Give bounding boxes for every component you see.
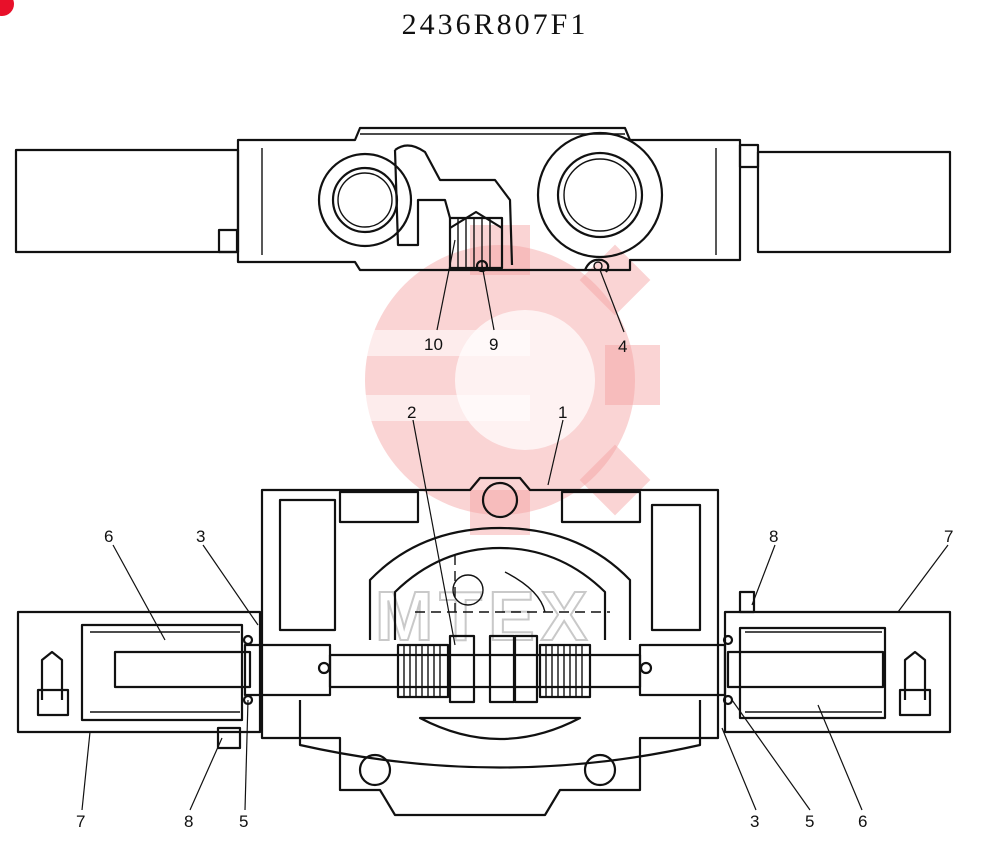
- callout-10: 10: [424, 335, 443, 354]
- top-view-leaders: [436, 239, 625, 333]
- callout-8: 8: [769, 527, 778, 546]
- top-view-valve: [14, 126, 952, 273]
- watermark-text: MTEX: [375, 577, 593, 655]
- callout-7: 7: [944, 527, 953, 546]
- callout-3: 3: [196, 527, 205, 546]
- callout-8-lower: 8: [184, 812, 193, 831]
- callout-6-lower: 6: [858, 812, 867, 831]
- callout-2: 2: [407, 403, 416, 422]
- callout-5-lower: 5: [239, 812, 248, 831]
- callout-5-lower-right: 5: [805, 812, 814, 831]
- callout-4: 4: [618, 337, 627, 356]
- callout-1: 1: [558, 403, 567, 422]
- section-view-leaders: [81, 419, 949, 811]
- section-view-valve: [16, 476, 952, 817]
- callout-6: 6: [104, 527, 113, 546]
- corner-badge: [0, 0, 14, 16]
- part-number-title: 2436R807F1: [402, 8, 589, 41]
- callout-7-lower: 7: [76, 812, 85, 831]
- callout-9: 9: [489, 335, 498, 354]
- callout-3-lower: 3: [750, 812, 759, 831]
